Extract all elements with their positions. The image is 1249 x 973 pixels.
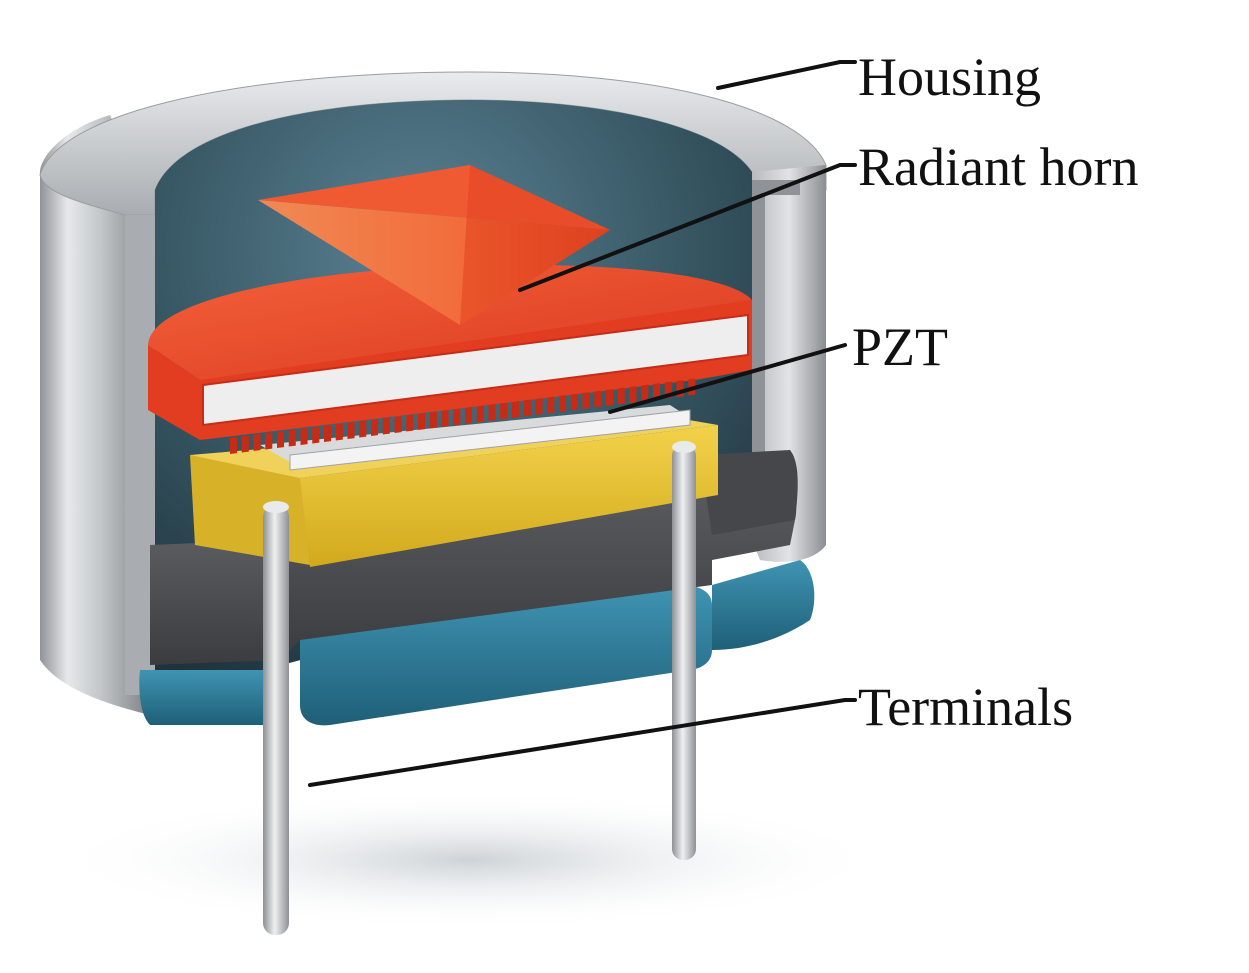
base-left-foot bbox=[139, 670, 270, 725]
horn-tooth bbox=[371, 419, 379, 436]
horn-tooth bbox=[324, 425, 332, 442]
horn-tooth bbox=[641, 384, 649, 402]
horn-tooth bbox=[441, 410, 449, 427]
terminals bbox=[263, 441, 696, 935]
horn-tooth bbox=[429, 411, 437, 429]
horn-tooth bbox=[277, 431, 285, 448]
label-radiant-horn: Radiant horn bbox=[858, 137, 1138, 197]
horn-tooth bbox=[606, 389, 614, 406]
terminal-pin-left bbox=[263, 505, 289, 935]
label-housing: Housing bbox=[858, 47, 1041, 107]
horn-tooth bbox=[594, 390, 602, 408]
horn-tooth bbox=[570, 393, 578, 411]
horn-tooth bbox=[512, 401, 520, 418]
pzt-front bbox=[289, 409, 691, 471]
horn-tooth bbox=[347, 422, 355, 439]
horn-tooth bbox=[629, 386, 637, 403]
horn-tooth bbox=[312, 426, 320, 444]
horn-tooth bbox=[453, 408, 461, 426]
foam-body bbox=[265, 479, 797, 660]
horn-tooth bbox=[335, 423, 343, 441]
horn-tooth bbox=[653, 383, 661, 400]
horn-tooth bbox=[406, 414, 414, 432]
horn-tooth bbox=[535, 398, 543, 415]
horn-tooth bbox=[418, 413, 426, 430]
leader-lines bbox=[308, 60, 857, 787]
horn-tooth bbox=[488, 404, 496, 421]
horn-tooth bbox=[300, 428, 308, 445]
pzt-leader bbox=[608, 343, 847, 414]
housing-right-notch bbox=[752, 180, 800, 540]
terminals-leader bbox=[308, 698, 857, 787]
backing-front bbox=[300, 425, 718, 567]
label-pzt: PZT bbox=[852, 317, 948, 377]
horn-tooth bbox=[617, 387, 625, 405]
horn-teeth bbox=[230, 378, 696, 454]
foam-front bbox=[150, 540, 280, 665]
radiant-horn-leader bbox=[518, 163, 857, 292]
housing-leader bbox=[716, 60, 857, 90]
horn-tooth bbox=[559, 395, 567, 412]
radiant-horn bbox=[148, 165, 752, 454]
horn-tooth bbox=[476, 405, 484, 423]
horn-tooth bbox=[382, 417, 390, 435]
horn-tooth bbox=[359, 420, 367, 438]
horn-tooth bbox=[265, 432, 273, 450]
horn-tooth bbox=[523, 399, 531, 417]
foam-damper bbox=[150, 450, 798, 665]
pzt-disc bbox=[260, 405, 691, 471]
horn-disc-white-layer bbox=[202, 313, 749, 427]
floor-shadow bbox=[50, 790, 890, 930]
horn-tooth bbox=[465, 407, 473, 424]
horn-tooth bbox=[547, 396, 555, 414]
foam-right bbox=[700, 450, 798, 535]
label-terminals: Terminals bbox=[858, 677, 1073, 737]
horn-cone-right bbox=[460, 165, 610, 325]
terminal-pin-right-top bbox=[672, 441, 696, 453]
horn-tooth bbox=[394, 416, 402, 433]
terminal-pin-right bbox=[672, 445, 696, 860]
horn-tooth bbox=[582, 392, 590, 409]
horn-tooth bbox=[253, 434, 261, 451]
base-right-foot bbox=[712, 560, 815, 650]
housing-left-wall bbox=[39, 115, 150, 715]
horn-tooth bbox=[500, 402, 508, 420]
horn-tooth bbox=[230, 437, 238, 454]
callout-labels: Housing Radiant horn PZT Terminals bbox=[852, 47, 1138, 737]
horn-tooth bbox=[288, 429, 296, 447]
horn-tooth bbox=[241, 435, 249, 453]
terminal-pin-left-top bbox=[263, 501, 289, 513]
